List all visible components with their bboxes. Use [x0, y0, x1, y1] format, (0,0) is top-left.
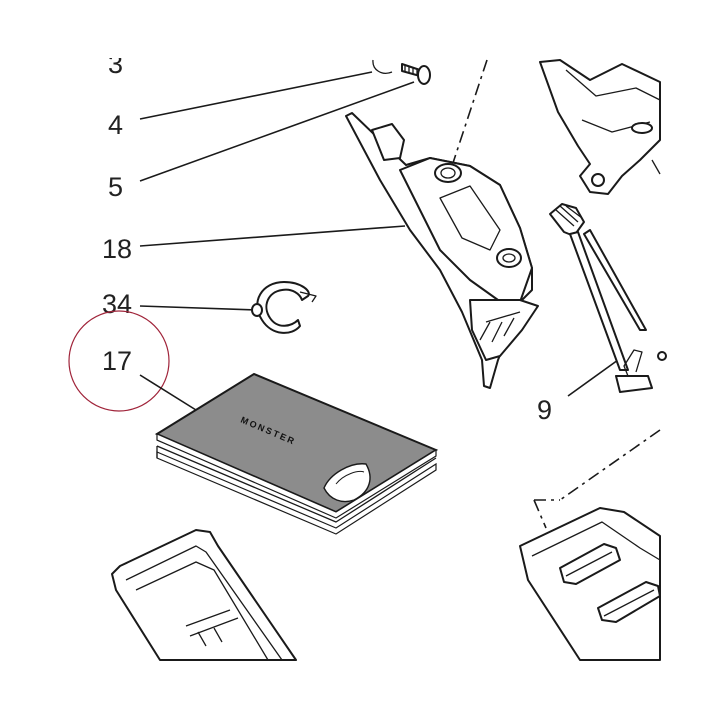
callout-label-18: 18 — [102, 234, 132, 264]
leader-line-34 — [139, 305, 259, 311]
leader-line-18 — [139, 225, 406, 247]
tool-pouch-part — [111, 529, 297, 661]
stand-rod-part — [549, 203, 667, 393]
seat-panel-part — [519, 429, 661, 661]
leader-line-4 — [139, 71, 373, 120]
screw-part — [401, 63, 431, 85]
callout-label-17: 17 — [102, 346, 132, 376]
callout-label-3: 3 — [108, 49, 123, 79]
highlight-circle — [68, 310, 170, 412]
owners-manual-book-part: MONSTER — [154, 372, 439, 535]
ducati-shield-logo — [323, 463, 371, 503]
leader-line-17 — [139, 374, 197, 411]
callout-3: 3 — [108, 49, 123, 79]
leader-line-9 — [567, 359, 619, 397]
callout-label-4: 4 — [108, 110, 123, 140]
callout-label-34: 34 — [102, 289, 132, 319]
clip-part — [251, 281, 317, 334]
leader-line-5 — [139, 81, 415, 182]
callout-label-5: 5 — [108, 172, 123, 202]
callout-label-9: 9 — [537, 395, 552, 425]
washer-part — [372, 59, 393, 74]
top-right-bracket-part — [539, 59, 661, 195]
dashboard-bracket-part — [345, 59, 539, 389]
